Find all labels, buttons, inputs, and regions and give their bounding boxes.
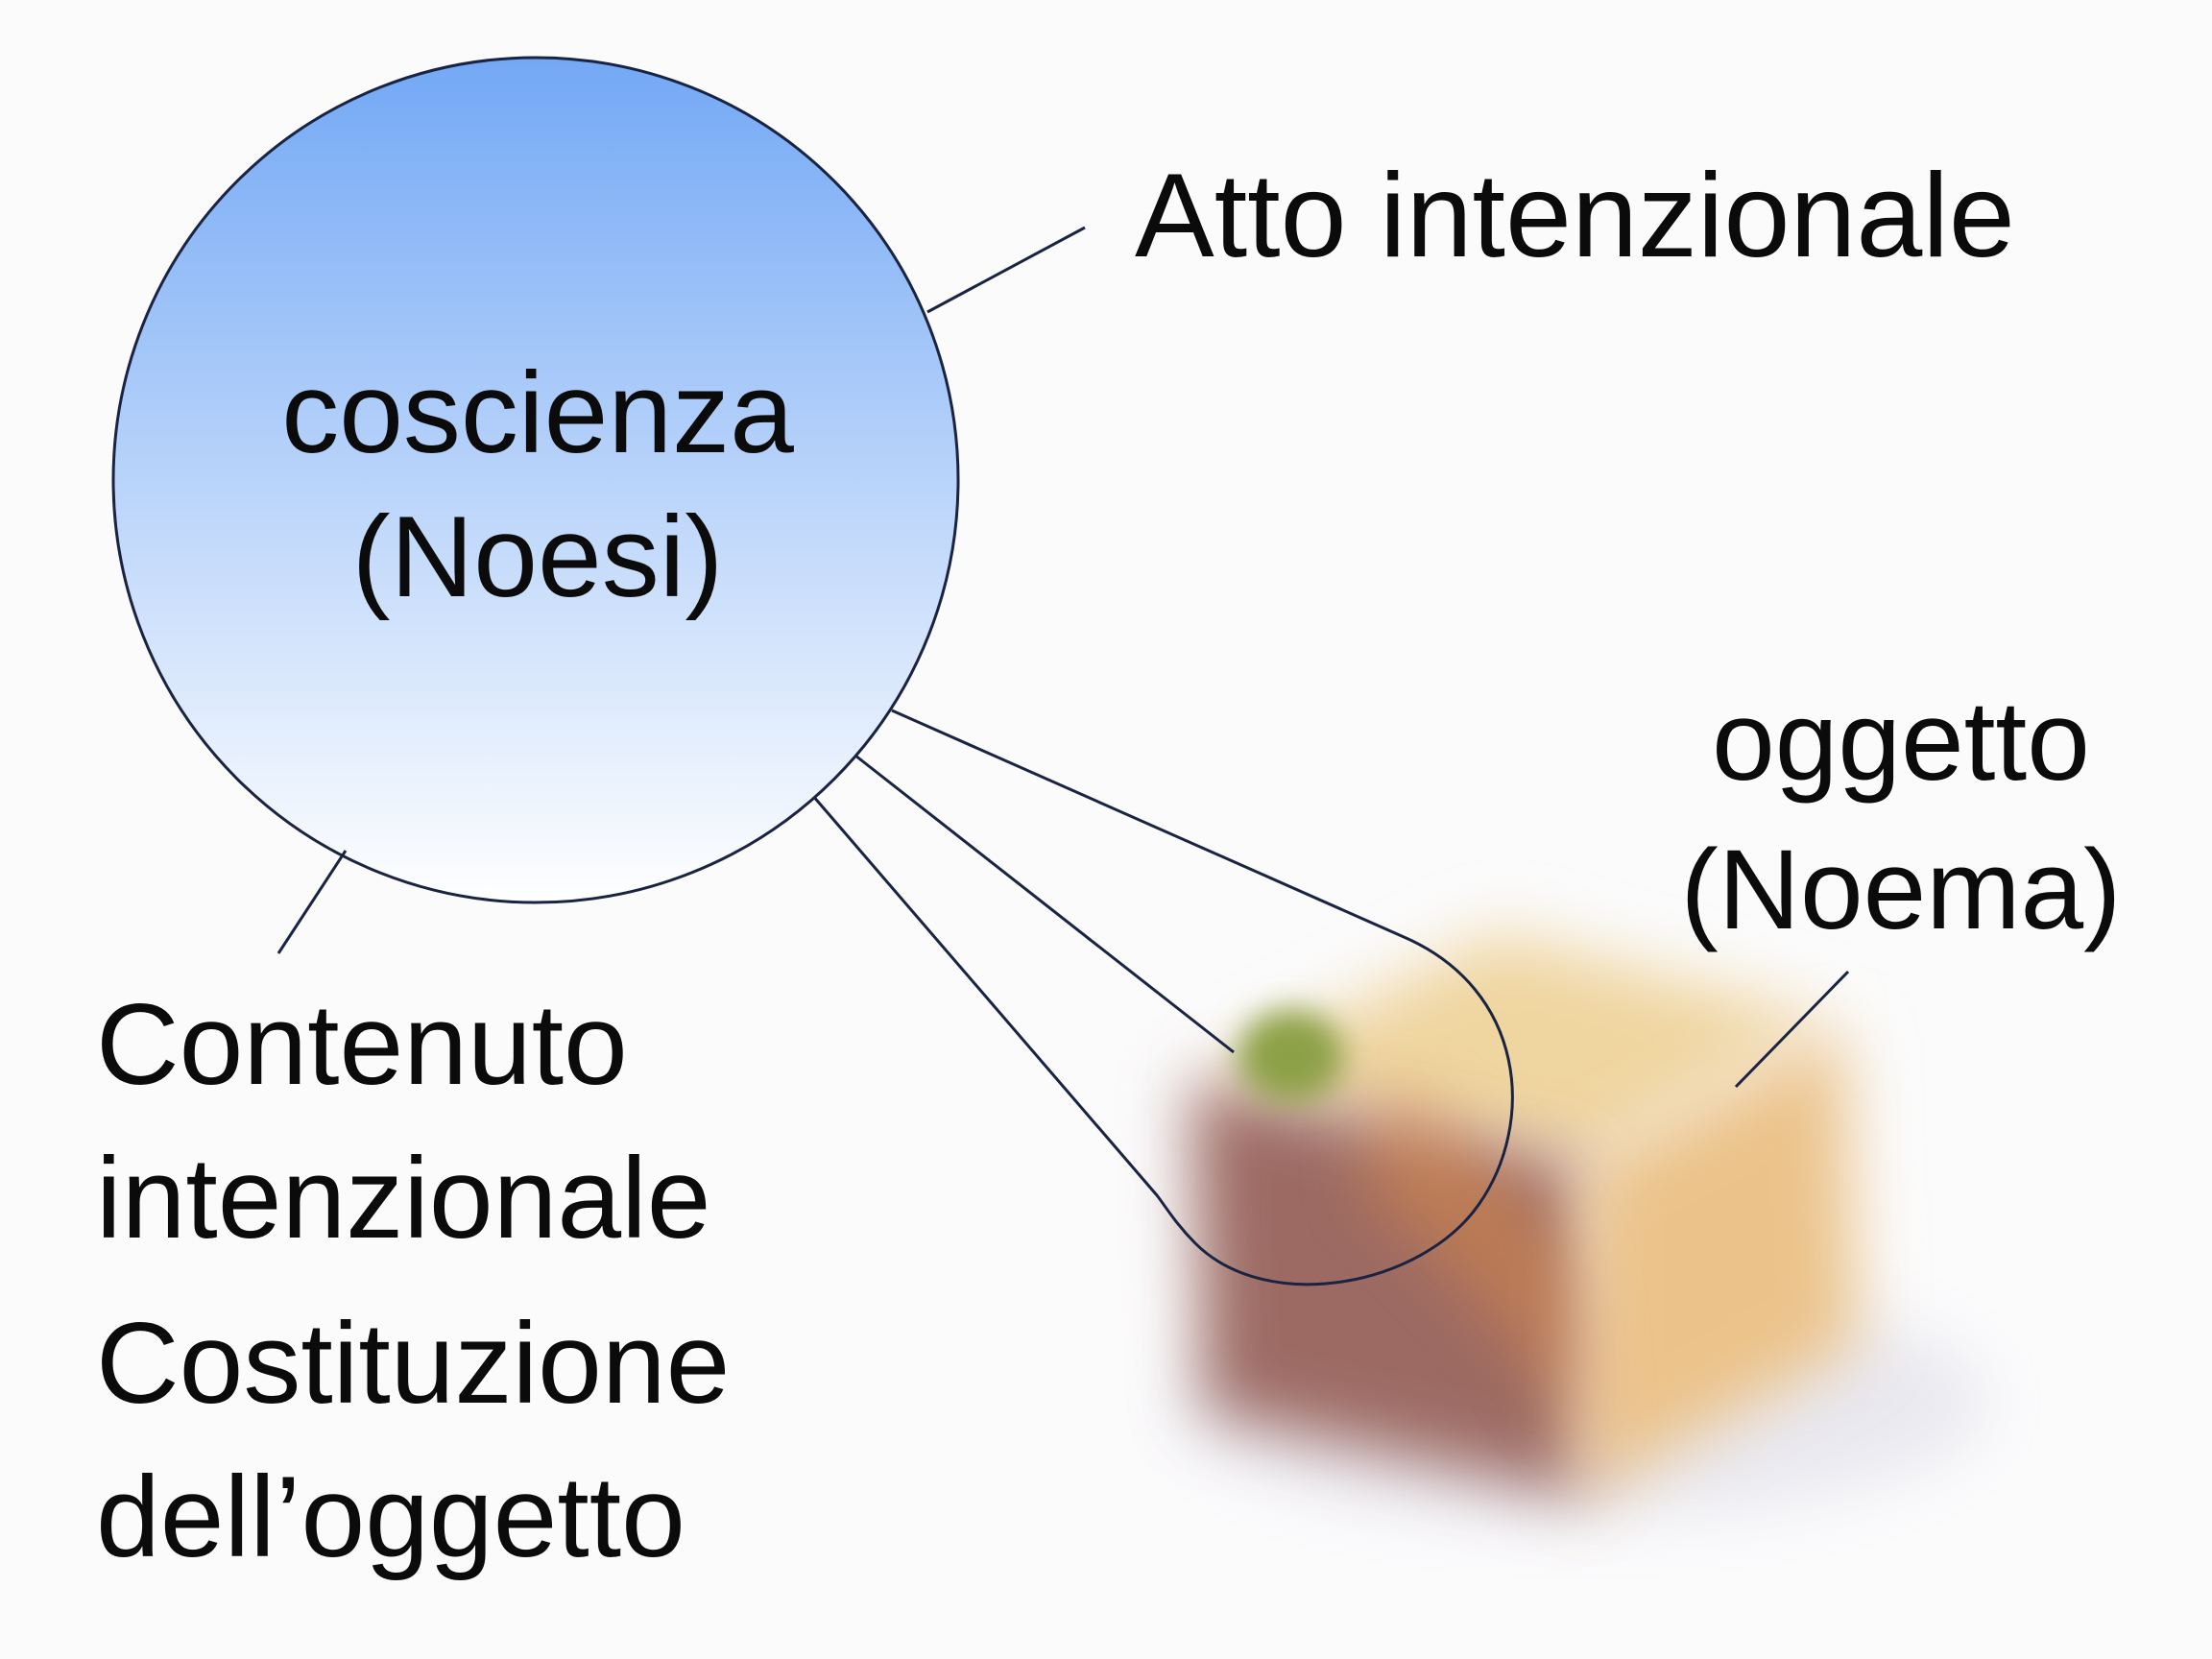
noesi-label-group: coscienza (Noesi) [115,341,960,629]
object-top-face [1205,931,1829,1166]
object-orange-band [1363,1085,1594,1459]
noema-inner-connector [854,754,1235,1054]
intenzionale-text: intenzionale [96,1134,711,1262]
object-right-face [1584,1027,1858,1498]
dell-oggetto-text: dell’oggetto [96,1453,685,1581]
contenuto-text: Contenuto [96,980,628,1109]
atto-intenzionale-label: Atto intenzionale [1135,150,2015,282]
noesi-circle [111,56,960,904]
costituzione-text: Costituzione [96,1299,731,1428]
blurred-object-photo [1181,931,1987,1517]
noema-connector [810,709,1514,1286]
atto-leader-line [926,226,1086,314]
object-stem [1238,1010,1344,1102]
coscienza-text: coscienza [281,349,794,477]
oggetto-text: oggetto [1712,678,2090,805]
contenuto-intenzionale-label: Contenuto intenzionale [96,968,711,1275]
contenuto-leader-line [276,850,348,954]
oggetto-label: oggetto (Noema) [1632,667,2170,965]
costituzione-oggetto-label: Costituzione dell’oggetto [96,1286,730,1594]
noesi-text: (Noesi) [351,493,724,621]
oggetto-leader-line [1734,970,1850,1089]
noema-text: (Noema) [1680,827,2122,953]
